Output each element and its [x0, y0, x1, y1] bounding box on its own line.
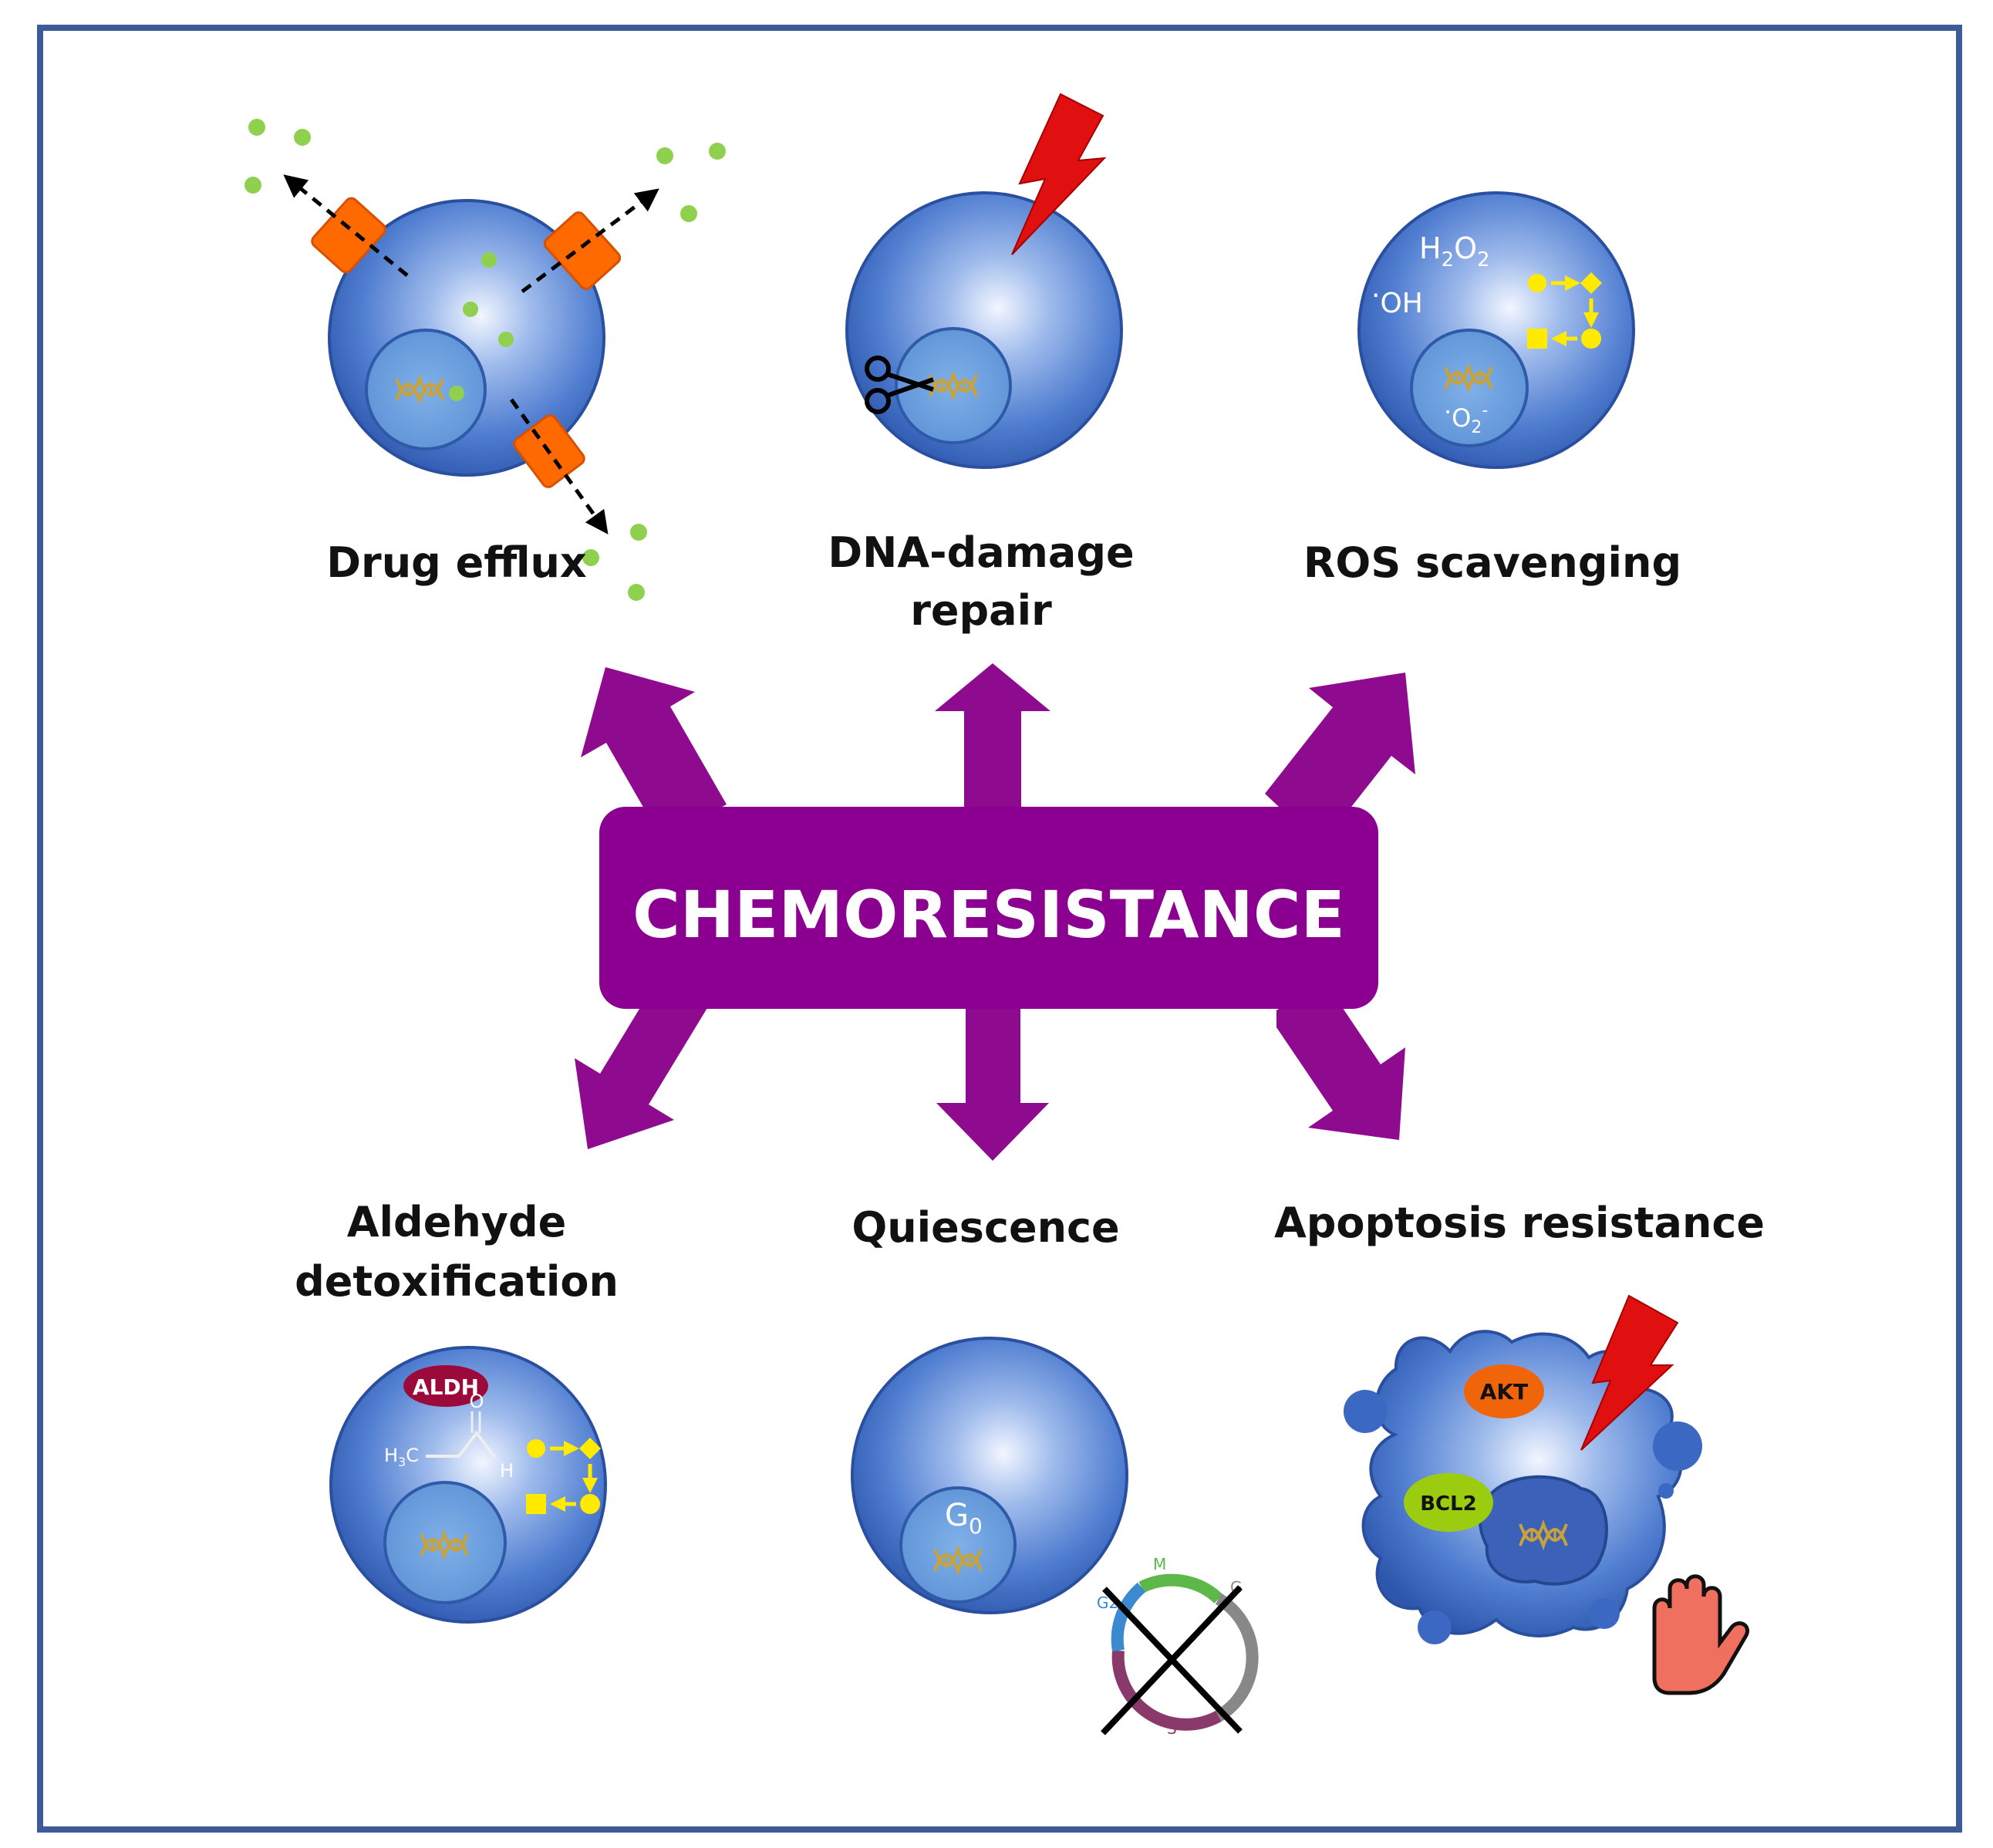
drug-dot: [248, 119, 265, 136]
svg-text:H3C: H3C: [384, 1445, 419, 1469]
cross-icon: [1101, 1585, 1243, 1735]
drug-dot: [630, 524, 647, 541]
lightning-bolt-icon: [1011, 93, 1107, 255]
drug-dot: [498, 332, 514, 347]
scissors-icon: [865, 356, 934, 414]
lightning-bolt-icon: [1580, 1294, 1679, 1451]
drug-dot: [628, 584, 645, 601]
efflux-pump: [311, 197, 386, 274]
svg-text:M: M: [1153, 1555, 1166, 1573]
aldh-label: ALDH: [413, 1374, 479, 1400]
stop-hand-icon: [1652, 1574, 1749, 1695]
aldehyde-cell: ALDH O H3C H: [329, 1346, 607, 1624]
akt-label: AKT: [1480, 1379, 1528, 1405]
drug-efflux-cell: [244, 119, 726, 601]
svg-text:S: S: [1167, 1719, 1177, 1738]
label-aldehyde-1: Aldehyde: [347, 1198, 567, 1246]
aldehyde-molecule: O H3C H: [384, 1391, 514, 1482]
label-aldehyde-2: detoxification: [295, 1257, 619, 1306]
label-ros: ROS scavenging: [1303, 538, 1681, 587]
aldh-enzyme: [403, 1365, 488, 1407]
drug-dot: [656, 147, 673, 164]
center-label: CHEMORESISTANCE: [632, 877, 1345, 953]
svg-text:H: H: [500, 1460, 514, 1482]
bcl2-label: BCL2: [1420, 1492, 1477, 1516]
label-quiescence: Quiescence: [851, 1203, 1119, 1252]
drug-dot: [481, 252, 497, 268]
efflux-arrow: [521, 188, 659, 293]
ros-cell: H2O2 ·OH ·O2-: [1357, 191, 1635, 469]
drug-dot: [244, 177, 261, 194]
label-drug-efflux: Drug efflux: [326, 538, 587, 587]
drug-dot: [463, 302, 478, 317]
efflux-arrow: [509, 398, 609, 535]
arrow-down-left: [575, 973, 710, 1149]
nucleus: [899, 1486, 1017, 1604]
h2o2-label: H2O2: [1419, 231, 1490, 271]
apoptosis-cell: AKT BCL2: [1344, 1294, 1749, 1695]
nucleus: [383, 1481, 507, 1604]
drug-dot: [582, 549, 599, 566]
svg-text:O: O: [470, 1391, 484, 1412]
label-dna-repair-2: repair: [910, 586, 1052, 635]
dna-repair-cell: [845, 93, 1123, 469]
bcl2-protein: [1404, 1473, 1493, 1532]
arrow-up: [935, 663, 1050, 810]
efflux-arrow: [283, 174, 409, 277]
arrow-down-right: [1276, 980, 1405, 1140]
quiescence-cell: G0 M G G2 S: [851, 1337, 1259, 1738]
drug-dot: [709, 143, 726, 160]
drug-dot: [680, 205, 697, 222]
hydroxyl-label: ·OH: [1371, 280, 1423, 319]
label-dna-repair-1: DNA-damage: [828, 528, 1134, 577]
arrow-up-right: [1265, 673, 1415, 842]
drug-dot: [294, 129, 311, 146]
center-box: [599, 807, 1378, 1009]
arrows: [575, 663, 1415, 1161]
superoxide-label: ·O2-: [1444, 397, 1488, 437]
arrow-down: [936, 1003, 1049, 1161]
akt-protein: [1464, 1364, 1544, 1418]
g0-label: G0: [945, 1498, 983, 1539]
nucleus: [1479, 1475, 1608, 1586]
drug-dot: [449, 386, 464, 401]
nucleus: [895, 327, 1012, 444]
cell-cycle-wheel: M G G2 S: [1097, 1555, 1259, 1738]
label-apoptosis: Apoptosis resistance: [1274, 1199, 1765, 1247]
arrow-up-left: [581, 667, 727, 841]
